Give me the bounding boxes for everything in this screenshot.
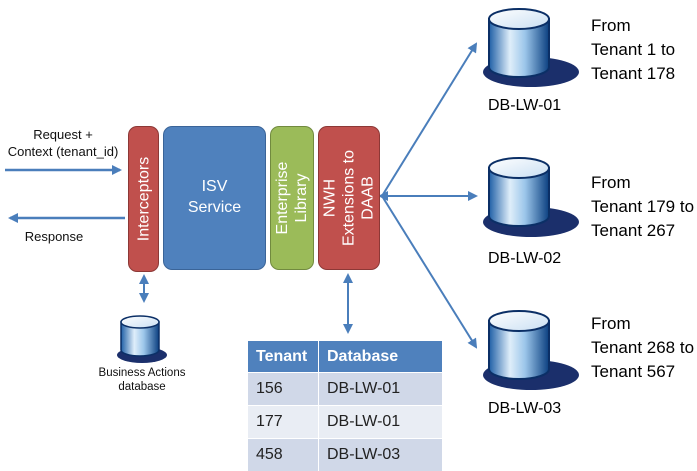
interceptors-label: Interceptors: [134, 157, 153, 241]
tenant-cell: 156: [248, 373, 319, 406]
response-label: Response: [14, 228, 94, 245]
tenant-map-table: Tenant Database 156 DB-LW-01 177 DB-LW-0…: [248, 341, 442, 471]
db-lw-01-icon: [483, 9, 579, 87]
db-lw-03-range: From Tenant 268 to Tenant 567: [591, 312, 694, 384]
db-lw-01-range: From Tenant 1 to Tenant 178: [591, 14, 675, 86]
db-lw-03-label: DB-LW-03: [488, 400, 561, 418]
table-row: 156 DB-LW-01: [248, 373, 442, 406]
enterprise-library-label: Enterprise Library: [273, 162, 311, 235]
isv-service-block: ISV Service: [163, 126, 266, 270]
business-db-icon: [117, 316, 167, 363]
request-label-line1: Request +: [4, 126, 122, 143]
shard-arrow-01: [382, 44, 476, 196]
nwh-extensions-line2: Extensions to: [340, 150, 359, 246]
table-row: 458 DB-LW-03: [248, 439, 442, 471]
db-lw-02-range-line1: From: [591, 171, 694, 195]
db-lw-02-range-line3: Tenant 267: [591, 219, 694, 243]
request-label: Request + Context (tenant_id): [4, 126, 122, 160]
table-row: 177 DB-LW-01: [248, 406, 442, 439]
business-db-label-line2: database: [92, 380, 192, 394]
db-lw-02-range-line2: Tenant 179 to: [591, 195, 694, 219]
db-lw-03-range-line3: Tenant 567: [591, 360, 694, 384]
nwh-extensions-block: NWH Extensions to DAAB: [318, 126, 380, 270]
database-cell: DB-LW-01: [319, 373, 443, 406]
db-lw-01-range-line3: Tenant 178: [591, 62, 675, 86]
nwh-extensions-line3: DAAB: [359, 150, 378, 246]
enterprise-library-line1: Enterprise: [273, 162, 292, 235]
business-db-label-line1: Business Actions: [92, 366, 192, 380]
db-lw-02-range: From Tenant 179 to Tenant 267: [591, 171, 694, 243]
tenant-column-header: Tenant: [248, 341, 319, 373]
database-cell: DB-LW-01: [319, 406, 443, 439]
enterprise-library-line2: Library: [292, 162, 311, 235]
db-lw-03-icon: [483, 311, 579, 390]
shard-arrow-03: [382, 196, 476, 347]
nwh-extensions-label: NWH Extensions to DAAB: [321, 150, 378, 246]
database-column-header: Database: [319, 341, 443, 373]
db-lw-02-icon: [483, 158, 579, 237]
nwh-extensions-line1: NWH: [321, 150, 340, 246]
request-label-line2: Context (tenant_id): [4, 143, 122, 160]
business-db-label: Business Actions database: [92, 366, 192, 394]
tenant-cell: 177: [248, 406, 319, 439]
db-lw-03-range-line2: Tenant 268 to: [591, 336, 694, 360]
isv-service-line2: Service: [164, 197, 265, 218]
db-lw-01-label: DB-LW-01: [488, 97, 561, 115]
db-lw-01-range-line2: Tenant 1 to: [591, 38, 675, 62]
tenant-cell: 458: [248, 439, 319, 471]
db-lw-03-range-line1: From: [591, 312, 694, 336]
isv-service-line1: ISV: [164, 176, 265, 197]
db-lw-02-label: DB-LW-02: [488, 250, 561, 268]
enterprise-library-block: Enterprise Library: [270, 126, 314, 270]
interceptors-block: Interceptors: [128, 126, 159, 272]
db-lw-01-range-line1: From: [591, 14, 675, 38]
database-cell: DB-LW-03: [319, 439, 443, 471]
tenant-map-header-row: Tenant Database: [248, 341, 442, 373]
